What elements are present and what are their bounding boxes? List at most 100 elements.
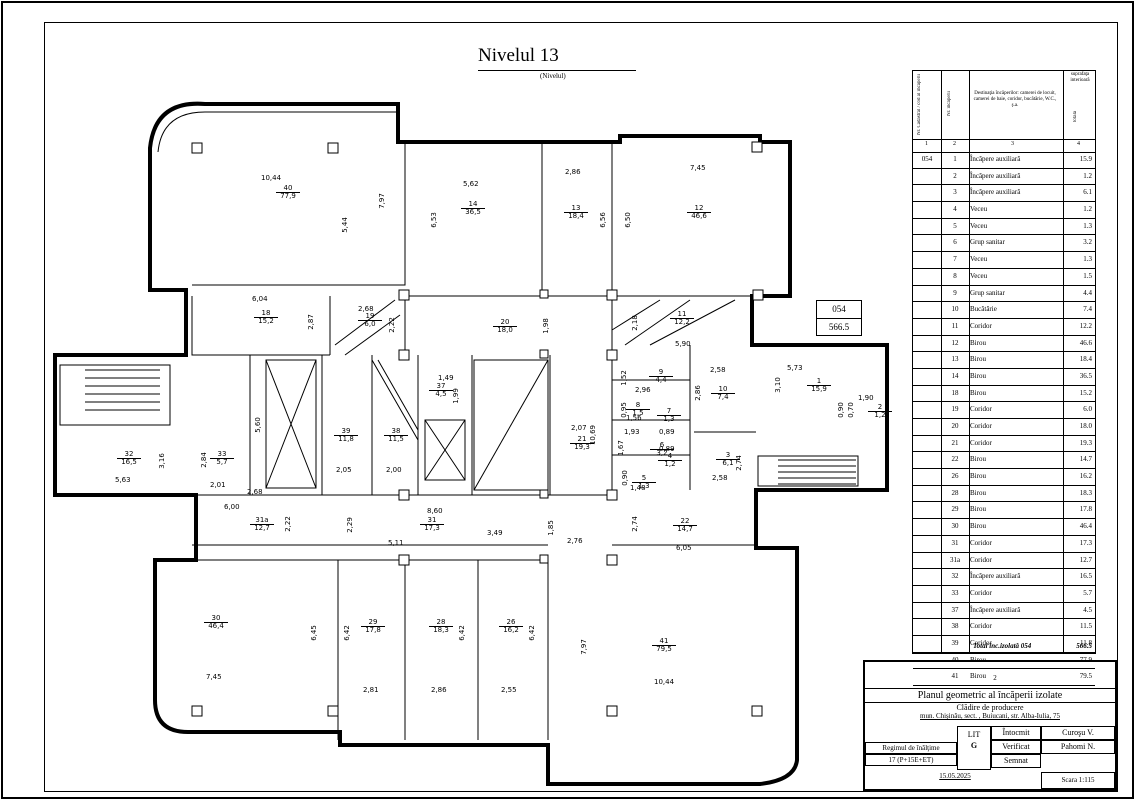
cell-area: 1.3	[1083, 255, 1092, 264]
room-number: 20	[493, 319, 517, 327]
room-number: 18	[254, 310, 278, 318]
room-number: 5	[632, 475, 656, 483]
room-number: 7	[657, 408, 681, 416]
dimension-label: 5,60	[253, 417, 262, 433]
dimension-label: 2,87	[306, 314, 315, 330]
col-total-header: totală	[1073, 110, 1078, 122]
room-number: 39	[334, 428, 358, 436]
cell-nr: 31	[951, 538, 959, 547]
room-area: 79,5	[656, 645, 672, 653]
verificat-label: Verificat	[991, 740, 1041, 754]
cell-area: 1.5	[1083, 271, 1092, 280]
sheet-inner-frame	[44, 22, 1118, 792]
cell-nr: 37	[951, 605, 959, 614]
dimension-label: 1,85	[546, 520, 555, 536]
lit-cell: LIT G	[957, 726, 991, 770]
cell-area: 12.2	[1079, 321, 1092, 330]
dimension-label: 2,58	[710, 366, 726, 374]
cell-nr: 8	[953, 271, 957, 280]
room-area: 77,9	[280, 192, 296, 200]
cell-area: 12.7	[1079, 555, 1092, 564]
dimension-label: 2,18	[630, 315, 639, 331]
table-vline-2	[969, 71, 970, 653]
cell-nr: 19	[951, 405, 959, 414]
cell-area: 16.5	[1079, 572, 1092, 581]
room-number: 8	[626, 402, 650, 410]
cell-nr: 39	[951, 638, 959, 647]
cell-area: 36.5	[1079, 371, 1092, 380]
dimension-label: 5,44	[340, 217, 349, 233]
dimension-label: 2,22	[387, 317, 396, 333]
cell-dest: Birou	[970, 655, 986, 664]
dimension-label: 6,45	[309, 625, 318, 641]
dimension-label: 5,11	[388, 539, 404, 547]
scale: Scara 1:115	[1041, 772, 1115, 789]
room-number: 9	[649, 369, 673, 377]
cell-dest: Încăpere auxiliară	[970, 188, 1021, 197]
cell-dest: Birou	[970, 371, 986, 380]
room-table: Nr. Cadastral / cod al încăperii Nr. înc…	[912, 70, 1096, 686]
cell-dest: Veceu	[970, 205, 988, 214]
cell-dest: Veceu	[970, 255, 988, 264]
room-area: 17,3	[424, 524, 440, 532]
title-underline	[478, 70, 636, 71]
dimension-label: 5,63	[115, 476, 131, 484]
room-area: 14,7	[677, 525, 693, 533]
room-area: 7,4	[717, 393, 729, 401]
room-number: 11	[670, 311, 694, 319]
dimension-label: 0,89	[659, 445, 675, 453]
room-number: 3	[716, 452, 740, 460]
room-area: 36,5	[465, 208, 481, 216]
cell-dest: Veceu	[970, 271, 988, 280]
room-area: 15,9	[811, 385, 827, 393]
dimension-label: 1,48	[630, 484, 646, 492]
cell-nr: 11	[951, 321, 959, 330]
room-area: 16,2	[503, 626, 519, 634]
intocmit-name: Curoşu V.	[1041, 726, 1115, 740]
room-area: 18,0	[497, 326, 513, 334]
room-number: 30	[204, 615, 228, 623]
room-area: 46,4	[208, 622, 224, 630]
cell-nr: 21	[951, 438, 959, 447]
cell-area: 1.2	[1083, 205, 1092, 214]
col-cadastral-header: Nr. Cadastral / cod al încăperii	[917, 73, 922, 135]
cell-nr: 31a	[949, 555, 961, 564]
regim-value: 17 (P+15E+ET)	[865, 754, 957, 766]
cell-nr: 9	[953, 288, 957, 297]
col-nr-header: Nr. încăperii	[947, 91, 952, 117]
cell-dest: Birou	[970, 505, 986, 514]
room-number: 37	[429, 383, 453, 391]
room-area: 1,3	[638, 482, 650, 490]
dimension-label: 2,86	[565, 168, 581, 176]
cell-area: 46.4	[1079, 522, 1092, 531]
dimension-label: 1,56	[626, 414, 642, 422]
building-purpose: Clădire de producere	[956, 703, 1024, 712]
intocmit-label: Întocmit	[991, 726, 1041, 740]
cell-area: 17.8	[1079, 505, 1092, 514]
